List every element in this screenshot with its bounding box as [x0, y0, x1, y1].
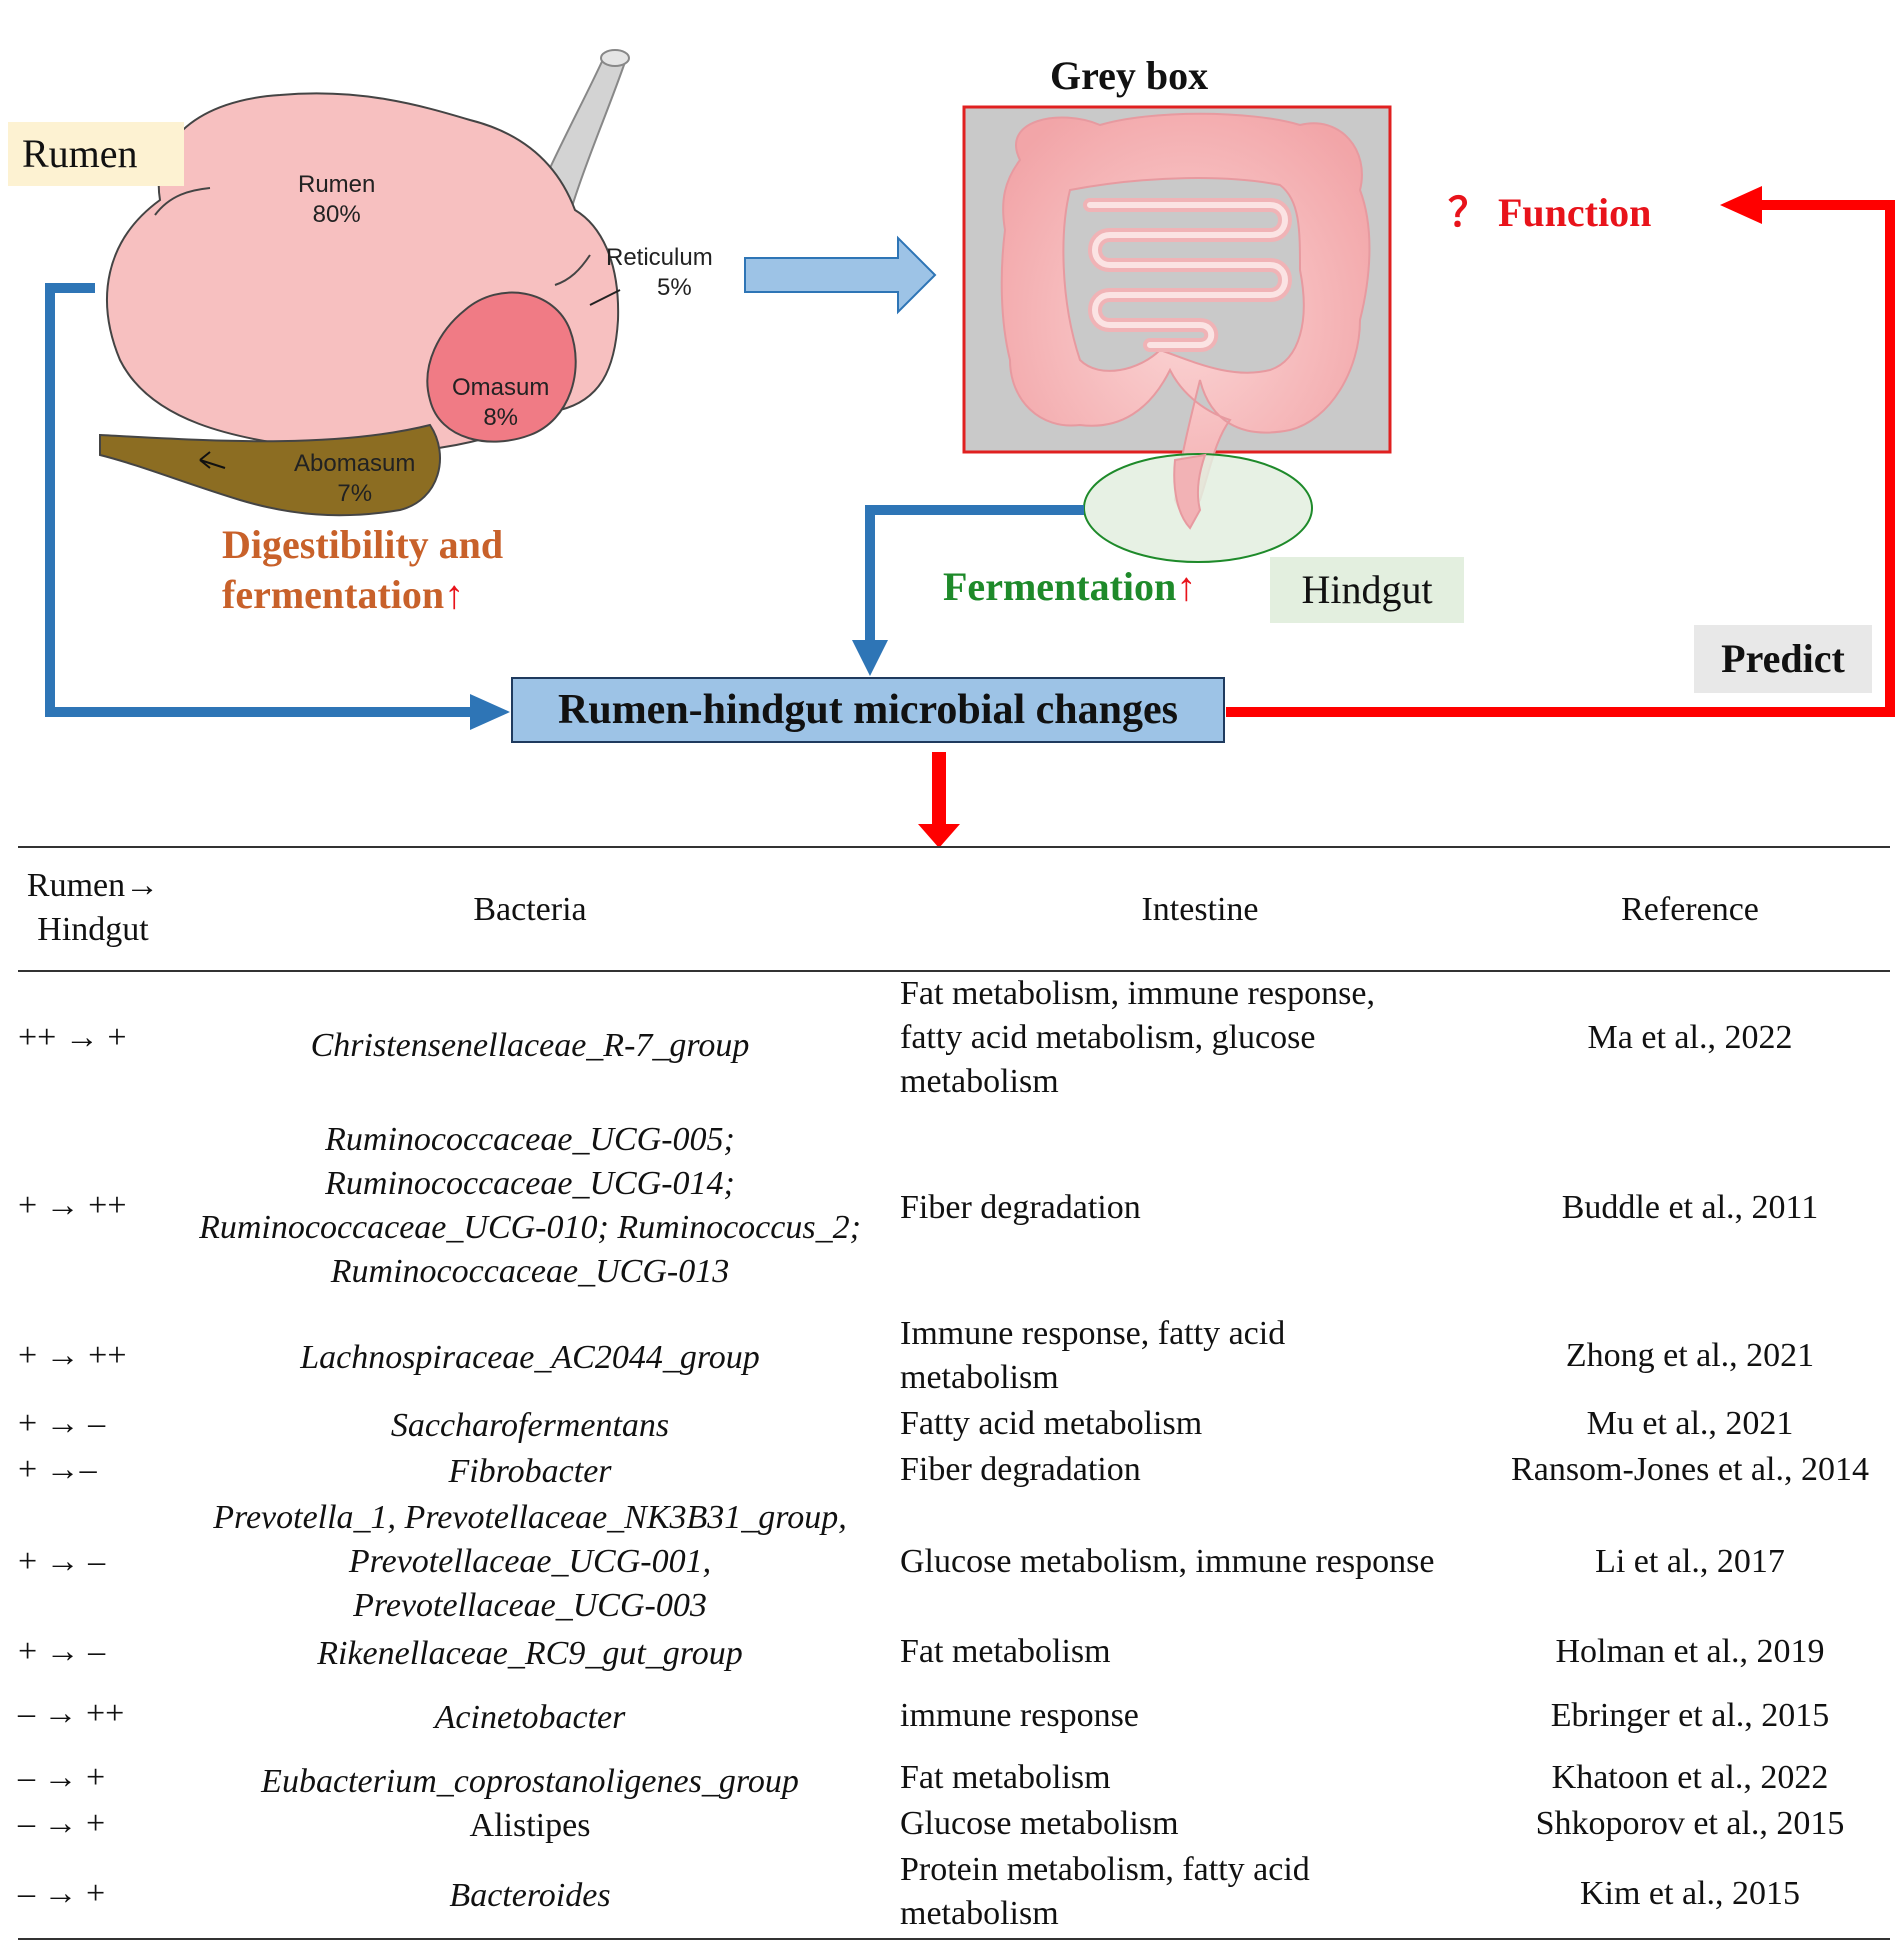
row-7-reference: Holman et al., 2019	[1555, 1633, 1825, 1670]
hindgut-tag: Hindgut	[1270, 557, 1464, 623]
grey-box	[962, 105, 1392, 522]
row-10-change: – → +	[18, 1805, 106, 1842]
row-2-change: + → ++	[18, 1187, 127, 1224]
row-8-change: – → ++	[18, 1695, 125, 1732]
row-5-reference: Ransom-Jones et al., 2014	[1511, 1451, 1869, 1488]
row-11-change: – → +	[18, 1875, 106, 1912]
header-bacteria: Bacteria	[473, 891, 587, 928]
row-8-reference: Ebringer et al., 2015	[1550, 1697, 1830, 1734]
diagram-graphics	[45, 49, 1895, 848]
row-5-intestine: Fiber degradation	[900, 1451, 1141, 1488]
row-9-bacteria: Eubacterium_coprostanoligenes_group	[261, 1763, 799, 1800]
fermentation-label: Fermentation↑	[943, 564, 1197, 609]
row-7-bacteria: Rikenellaceae_RC9_gut_group	[317, 1635, 743, 1672]
row-9-reference: Khatoon et al., 2022	[1551, 1759, 1829, 1796]
row-10-reference: Shkoporov et al., 2015	[1535, 1805, 1845, 1842]
rumen-tag: Rumen	[8, 122, 184, 186]
row-6-reference: Li et al., 2017	[1595, 1543, 1785, 1580]
arrow-to-grey-box	[744, 235, 937, 315]
row-2-bacteria: Ruminococcaceae_UCG-005;Ruminococcaceae_…	[199, 1121, 861, 1290]
row-11-bacteria: Bacteroides	[449, 1877, 611, 1914]
row-8-intestine: immune response	[900, 1697, 1139, 1734]
arrow-hindgut-to-box	[865, 505, 1084, 640]
row-2-reference: Buddle et al., 2011	[1561, 1189, 1819, 1226]
row-6-bacteria: Prevotella_1, Prevotellaceae_NK3B31_grou…	[213, 1499, 847, 1624]
header-reference: Reference	[1621, 891, 1759, 928]
abomasum-organ	[99, 423, 441, 517]
row-10-bacteria: Alistipes	[469, 1807, 591, 1844]
row-3-bacteria: Lachnospiraceae_AC2044_group	[300, 1339, 760, 1376]
row-5-bacteria: Fibrobacter	[448, 1453, 612, 1490]
row-4-intestine: Fatty acid metabolism	[900, 1405, 1203, 1442]
arrow-box-to-function	[1226, 200, 1895, 717]
row-2-intestine: Fiber degradation	[900, 1189, 1141, 1226]
row-6-intestine: Glucose metabolism, immune response	[900, 1543, 1435, 1580]
row-7-intestine: Fat metabolism	[900, 1633, 1111, 1670]
row-4-reference: Mu et al., 2021	[1586, 1405, 1794, 1442]
row-5-change: + →–	[18, 1451, 97, 1488]
row-1-reference: Ma et al., 2022	[1587, 1019, 1793, 1056]
row-1-bacteria: Christensenellaceae_R-7_group	[310, 1027, 750, 1064]
arrow-rumen-to-box	[45, 283, 470, 717]
grey-box-title: Grey box	[1050, 53, 1209, 98]
digestibility-label: Digestibility and fermentation↑	[222, 522, 504, 617]
row-11-reference: Kim et al., 2015	[1579, 1875, 1801, 1912]
central-box: Rumen-hindgut microbial changes	[511, 677, 1225, 743]
function-label: ？ Function	[1448, 190, 1652, 235]
table-top-rule	[18, 846, 1890, 848]
row-3-change: + → ++	[18, 1337, 127, 1374]
arrow-down-to-table	[932, 752, 946, 824]
row-3-reference: Zhong et al., 2021	[1565, 1337, 1815, 1374]
omasum-organ	[426, 291, 577, 443]
intestine-illustration	[1000, 112, 1371, 522]
table-bottom-rule	[18, 1938, 1890, 1940]
row-10-intestine: Glucose metabolism	[900, 1805, 1179, 1842]
header-intestine: Intestine	[1141, 891, 1259, 928]
up-arrow-icon: ↑	[444, 572, 465, 617]
row-1-intestine: Fat metabolism, immune response,fatty ac…	[900, 975, 1375, 1100]
predict-tag: Predict	[1694, 625, 1872, 693]
row-7-change: + → –	[18, 1633, 106, 1670]
row-4-bacteria: Saccharofermentans	[390, 1407, 670, 1444]
row-1-change: ++ → +	[18, 1019, 127, 1056]
header-change: Rumen→Hindgut	[26, 867, 160, 948]
table-header-rule	[18, 970, 1890, 972]
row-8-bacteria: Acinetobacter	[434, 1699, 626, 1736]
ruminant-stomach-illustration	[99, 49, 630, 517]
row-6-change: + → –	[18, 1543, 106, 1580]
row-4-change: + → –	[18, 1405, 106, 1442]
row-9-intestine: Fat metabolism	[900, 1759, 1111, 1796]
up-arrow-icon: ↑	[1176, 564, 1197, 609]
row-9-change: – → +	[18, 1759, 106, 1796]
